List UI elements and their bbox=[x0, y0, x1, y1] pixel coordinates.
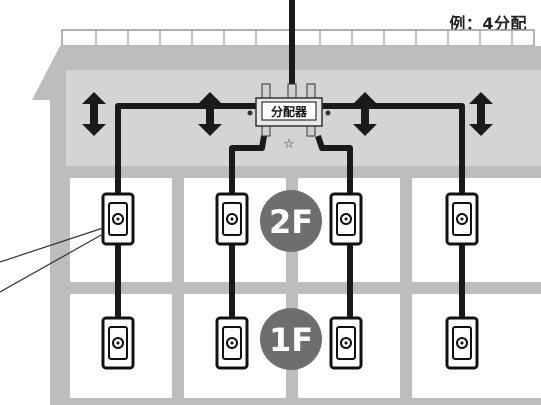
tv-outlets bbox=[101, 192, 479, 370]
vertical-arrow-icon bbox=[198, 92, 222, 136]
tv-outlet-icon bbox=[101, 192, 135, 246]
vertical-arrows bbox=[82, 92, 493, 136]
floor-label-2f: 2F bbox=[269, 203, 313, 241]
vertical-arrow-icon bbox=[82, 92, 106, 136]
floor-badge-2f: 2F bbox=[260, 190, 322, 252]
vertical-arrow-icon bbox=[353, 92, 377, 136]
tv-outlet-icon bbox=[215, 192, 249, 246]
splitter: 分配器 ☆ bbox=[247, 83, 331, 152]
floor-badge-1f: 1F bbox=[260, 308, 322, 370]
floor-label-1f: 1F bbox=[269, 321, 313, 359]
tv-outlet-icon bbox=[445, 316, 479, 370]
splitter-label: 分配器 bbox=[271, 104, 308, 119]
roof-ridge bbox=[61, 29, 535, 47]
callout-lines bbox=[0, 227, 104, 293]
tv-outlet-icon bbox=[329, 316, 363, 370]
tv-outlet-icon bbox=[215, 316, 249, 370]
example-caption: 例：4分配 bbox=[449, 14, 527, 33]
tv-outlet-icon bbox=[101, 316, 135, 370]
vertical-arrow-icon bbox=[469, 92, 493, 136]
tv-outlet-icon bbox=[329, 192, 363, 246]
tv-outlet-icon bbox=[445, 192, 479, 246]
splitter-mark: ☆ bbox=[283, 137, 295, 152]
